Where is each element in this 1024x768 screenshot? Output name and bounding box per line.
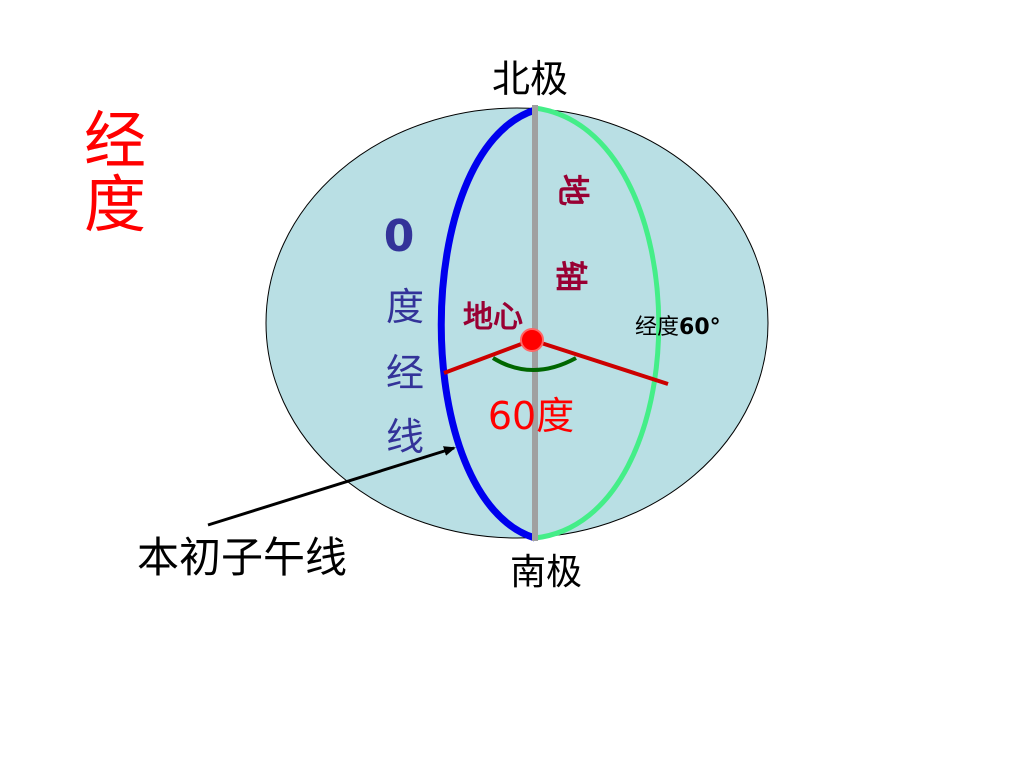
north-pole-label: 北极	[492, 57, 568, 101]
radius-to-prime-meridian	[443, 338, 533, 375]
prime-meridian-arc	[437, 106, 537, 542]
zero-meridian-char-2: 经	[386, 351, 424, 395]
prime-meridian-label: 本初子午线	[137, 533, 347, 582]
longitude-60-prefix: 经度	[635, 315, 679, 340]
angle-60-label: 60度	[488, 394, 574, 438]
angle-arc	[491, 356, 577, 372]
longitude-60-value: 60°	[679, 315, 721, 340]
earth-center-label: 地心	[463, 300, 523, 335]
page-title-char-2: 度	[84, 168, 146, 241]
prime-meridian-arrow	[207, 446, 456, 527]
longitude-60-label: 经度60°	[635, 315, 721, 340]
earth-axis-label-char-1: 地	[554, 174, 592, 206]
meridian-60-arc	[534, 105, 662, 541]
radius-to-meridian-60	[531, 338, 669, 386]
earth-axis-label-char-2: 轴	[552, 260, 590, 292]
zero-meridian-char-3: 线	[386, 415, 424, 459]
south-pole-label: 南极	[510, 552, 582, 593]
zero-meridian-digit: 0	[384, 211, 415, 262]
page-title-char-1: 经	[84, 104, 146, 177]
zero-meridian-char-1: 度	[386, 285, 424, 329]
earth-center-dot	[520, 328, 544, 352]
